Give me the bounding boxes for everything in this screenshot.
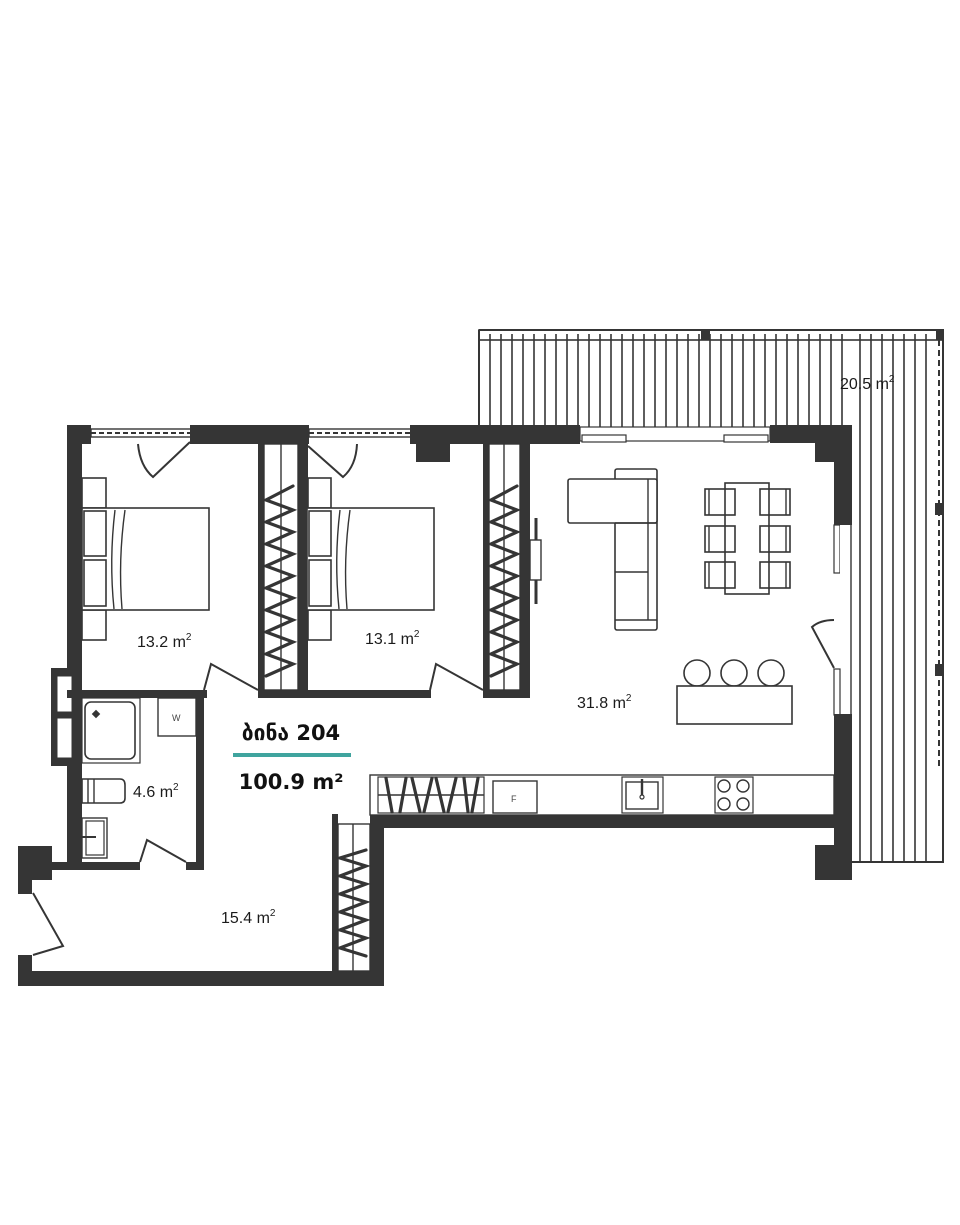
- room-area-living: 31.8 m2: [577, 693, 632, 712]
- deck-boards: [489, 334, 927, 862]
- bed-icon: [306, 507, 435, 611]
- wardrobe-bedroom-1: [261, 443, 299, 691]
- svg-text:F: F: [511, 794, 517, 804]
- dining-table-icon: [704, 482, 791, 595]
- apartment-total-area: 100.9 m²: [239, 770, 344, 794]
- room-area-terrace: 20.5 m2: [840, 374, 895, 393]
- bed-icon: [81, 507, 210, 611]
- nightstand: [307, 609, 332, 641]
- title-underline: [233, 753, 351, 757]
- apartment-title-block: ბინა 204 100.9 m²: [233, 721, 351, 794]
- room-area-bedroom-2: 13.1 m2: [365, 629, 420, 648]
- doors: [137, 441, 484, 863]
- apartment-title: ბინა 204: [242, 721, 340, 745]
- hallway: 15.4 m2: [221, 908, 276, 927]
- washer-icon: W: [157, 697, 197, 737]
- nightstand: [81, 477, 107, 509]
- room-area-hallway: 15.4 m2: [221, 908, 276, 927]
- sofa-icon: [567, 468, 658, 631]
- tv-icon: [529, 518, 542, 604]
- shower-icon: [81, 697, 141, 764]
- cooktop-icon: [714, 776, 754, 814]
- walls: [18, 425, 852, 986]
- sink-icon: [621, 776, 664, 814]
- wardrobe-bedroom-2: [486, 443, 522, 691]
- terrace: 20.5 m2: [478, 329, 944, 863]
- room-area-bedroom-1: 13.2 m2: [137, 632, 192, 651]
- nightstand: [307, 477, 332, 509]
- bathroom: W 4.6 m2: [81, 697, 197, 859]
- washbasin-icon: [81, 817, 108, 859]
- bedroom-1: 13.2 m2: [81, 477, 210, 651]
- room-area-bathroom: 4.6 m2: [133, 782, 179, 801]
- svg-text:W: W: [172, 713, 181, 723]
- bedroom-2: 13.1 m2: [306, 477, 435, 648]
- fridge-icon: F: [492, 780, 538, 814]
- wardrobe-hallway: [334, 823, 371, 972]
- nightstand: [81, 609, 107, 641]
- toilet-icon: [81, 778, 126, 804]
- bar-counter-icon: [676, 659, 793, 725]
- kitchen-counter: F: [369, 774, 835, 816]
- living-kitchen: 31.8 m2 F: [369, 468, 835, 816]
